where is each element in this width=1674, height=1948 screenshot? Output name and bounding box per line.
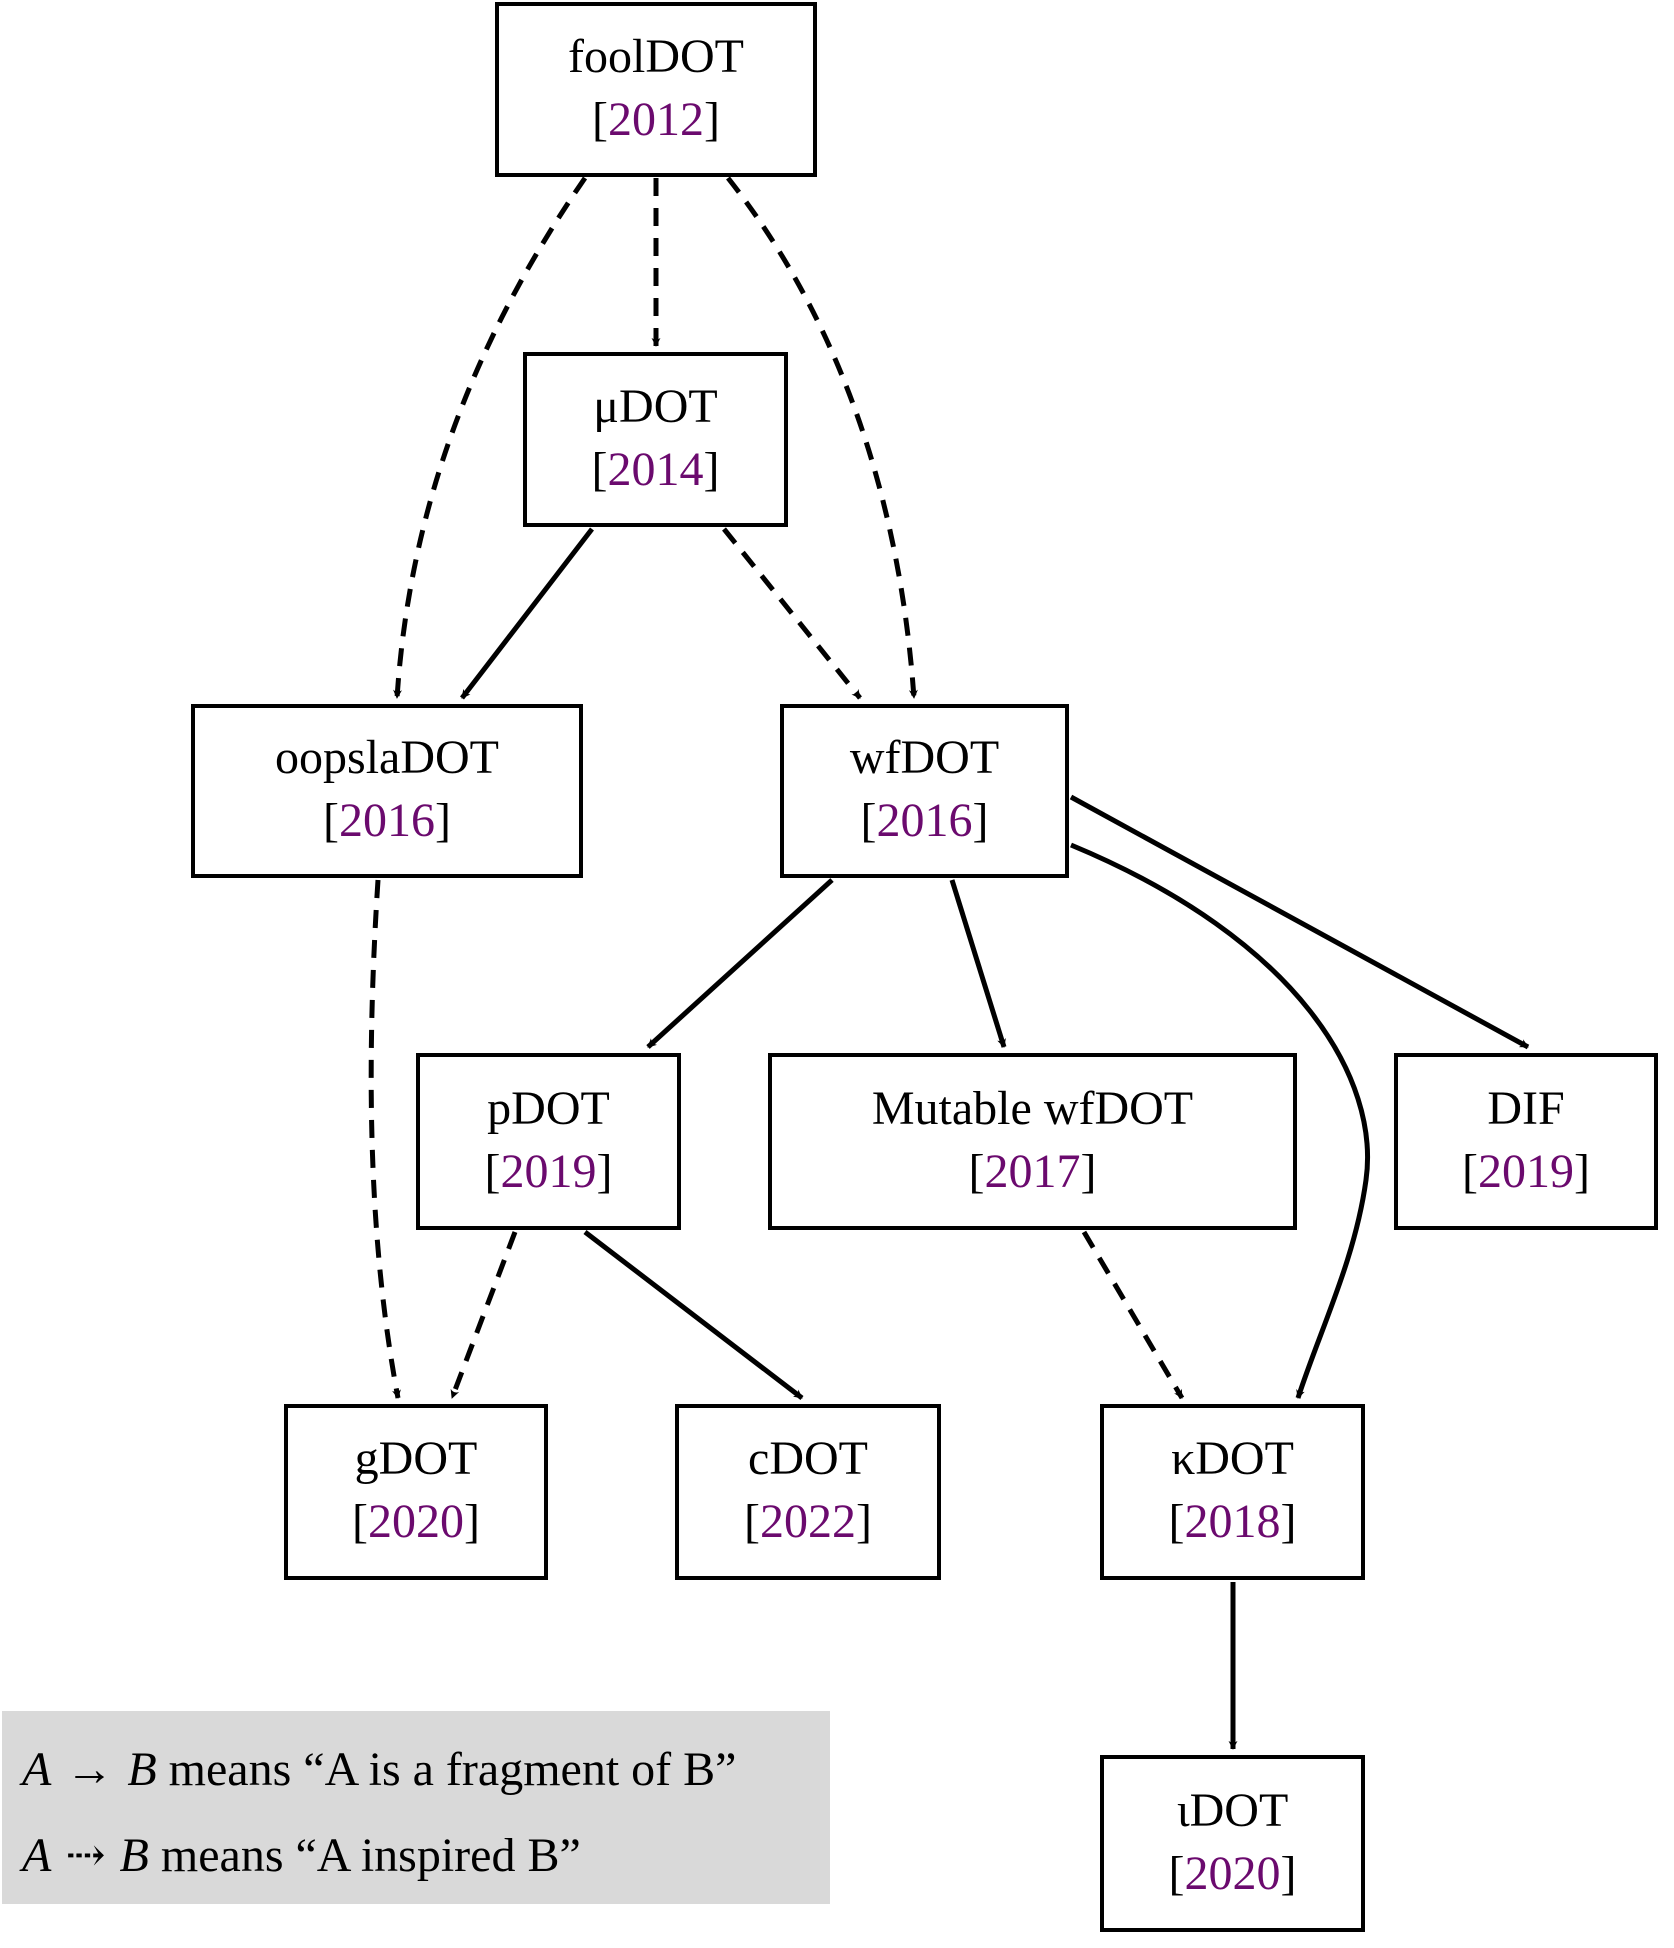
- node-year: [2014]: [592, 437, 720, 503]
- node-year: [2016]: [323, 788, 451, 854]
- node-name: gDOT: [354, 1432, 478, 1485]
- node-year: [2019]: [485, 1139, 613, 1205]
- dashed-arrow-icon: ⇢: [65, 1829, 106, 1882]
- bracket-close: ]: [856, 1495, 872, 1548]
- legend-row-inspired: A⇢B means “A inspired B”: [22, 1813, 830, 1899]
- node-wfdot: wfDOT [2016]: [780, 704, 1069, 878]
- node-name: oopslaDOT: [275, 731, 499, 784]
- edge-mudot-wfdot: [722, 527, 862, 700]
- node-name: μDOT: [593, 379, 718, 433]
- solid-arrow-icon: →: [65, 1743, 114, 1796]
- node-name: DIF: [1487, 1081, 1565, 1135]
- bracket-close: ]: [435, 794, 451, 847]
- node-year: [2016]: [861, 788, 989, 854]
- bracket-open: [: [591, 442, 608, 496]
- bracket-close: ]: [972, 794, 989, 847]
- node-year: [2020]: [352, 1489, 480, 1555]
- bracket-open: [: [592, 92, 608, 146]
- legend: A→B means “A is a fragment of B” A⇢B mea…: [2, 1711, 830, 1904]
- citation-link[interactable]: 2019: [1478, 1144, 1574, 1198]
- bracket-close: ]: [704, 92, 720, 146]
- citation-link[interactable]: 2020: [368, 1495, 464, 1548]
- citation-link[interactable]: 2019: [500, 1144, 597, 1198]
- bracket-open: [: [1168, 1495, 1185, 1548]
- node-mutable-wfdot: Mutable wfDOT [2017]: [768, 1053, 1297, 1230]
- node-name: ιDOT: [1176, 1783, 1289, 1837]
- node-year: [2020]: [1169, 1841, 1297, 1907]
- citation-link[interactable]: 2014: [607, 442, 704, 496]
- bracket-open: [: [352, 1495, 368, 1548]
- legend-text: means “A is a fragment of B”: [168, 1743, 737, 1796]
- citation-link[interactable]: 2017: [984, 1144, 1081, 1198]
- node-fooldot: foolDOT [2012]: [495, 2, 817, 177]
- node-name: κDOT: [1171, 1432, 1294, 1485]
- edge-pdot-cdot: [583, 1230, 804, 1400]
- node-year: [2019]: [1462, 1139, 1590, 1205]
- citation-link[interactable]: 2016: [339, 794, 435, 847]
- bracket-close: ]: [596, 1144, 613, 1198]
- bracket-open: [: [1462, 1144, 1478, 1198]
- node-cdot: cDOT [2022]: [675, 1404, 941, 1580]
- bracket-close: ]: [464, 1495, 480, 1548]
- node-mudot: μDOT [2014]: [523, 352, 788, 527]
- node-iotadot: ιDOT [2020]: [1100, 1755, 1365, 1932]
- bracket-open: [: [1168, 1846, 1185, 1900]
- citation-link[interactable]: 2022: [760, 1495, 856, 1548]
- node-pdot: pDOT [2019]: [416, 1053, 681, 1230]
- node-year: [2022]: [744, 1489, 872, 1555]
- node-name: pDOT: [487, 1081, 610, 1135]
- node-dif: DIF [2019]: [1394, 1053, 1658, 1230]
- edge-wfdot-kappadot: [1070, 842, 1370, 1399]
- bracket-close: ]: [1280, 1495, 1297, 1548]
- citation-link[interactable]: 2012: [608, 92, 704, 146]
- legend-var-b: B: [119, 1829, 149, 1882]
- legend-var-b: B: [127, 1743, 157, 1796]
- legend-row-fragment: A→B means “A is a fragment of B”: [22, 1727, 830, 1813]
- node-name: Mutable wfDOT: [871, 1081, 1194, 1135]
- node-oopsladot: oopslaDOT [2016]: [191, 704, 583, 878]
- bracket-open: [: [484, 1144, 501, 1198]
- edge-pdot-gdot: [449, 1231, 518, 1399]
- edge-wfdot-dif: [1069, 794, 1530, 1050]
- legend-text: means “A inspired B”: [160, 1829, 581, 1882]
- bracket-open: [: [744, 1495, 760, 1548]
- node-year: [2012]: [592, 87, 720, 153]
- node-name: cDOT: [748, 1432, 868, 1485]
- bracket-open: [: [323, 794, 339, 847]
- edge-fooldot-oopsladot: [393, 176, 588, 699]
- bracket-close: ]: [1574, 1144, 1590, 1198]
- legend-var-a: A: [22, 1743, 52, 1796]
- bracket-close: ]: [1280, 1846, 1297, 1900]
- edge-wfdot-mutable: [949, 879, 1007, 1048]
- legend-var-a: A: [22, 1829, 52, 1882]
- edge-fooldot-wfdot: [726, 176, 918, 699]
- edge-mutable-kappadot: [1081, 1230, 1185, 1400]
- node-name: wfDOT: [849, 731, 1000, 784]
- bracket-open: [: [860, 794, 877, 847]
- bracket-close: ]: [1080, 1144, 1097, 1198]
- node-name: foolDOT: [568, 29, 744, 83]
- node-gdot: gDOT [2020]: [284, 1404, 548, 1580]
- citation-link[interactable]: 2018: [1184, 1495, 1281, 1548]
- edge-oopsladot-gdot: [368, 879, 401, 1399]
- bracket-close: ]: [703, 442, 720, 496]
- edge-wfdot-pdot: [646, 878, 834, 1049]
- bracket-open: [: [968, 1144, 985, 1198]
- citation-link[interactable]: 2020: [1184, 1846, 1281, 1900]
- node-kappadot: κDOT [2018]: [1100, 1404, 1365, 1580]
- citation-link[interactable]: 2016: [876, 794, 973, 847]
- node-year: [2017]: [969, 1139, 1097, 1205]
- edge-mudot-oopsladot: [460, 527, 594, 700]
- node-year: [2018]: [1169, 1489, 1297, 1555]
